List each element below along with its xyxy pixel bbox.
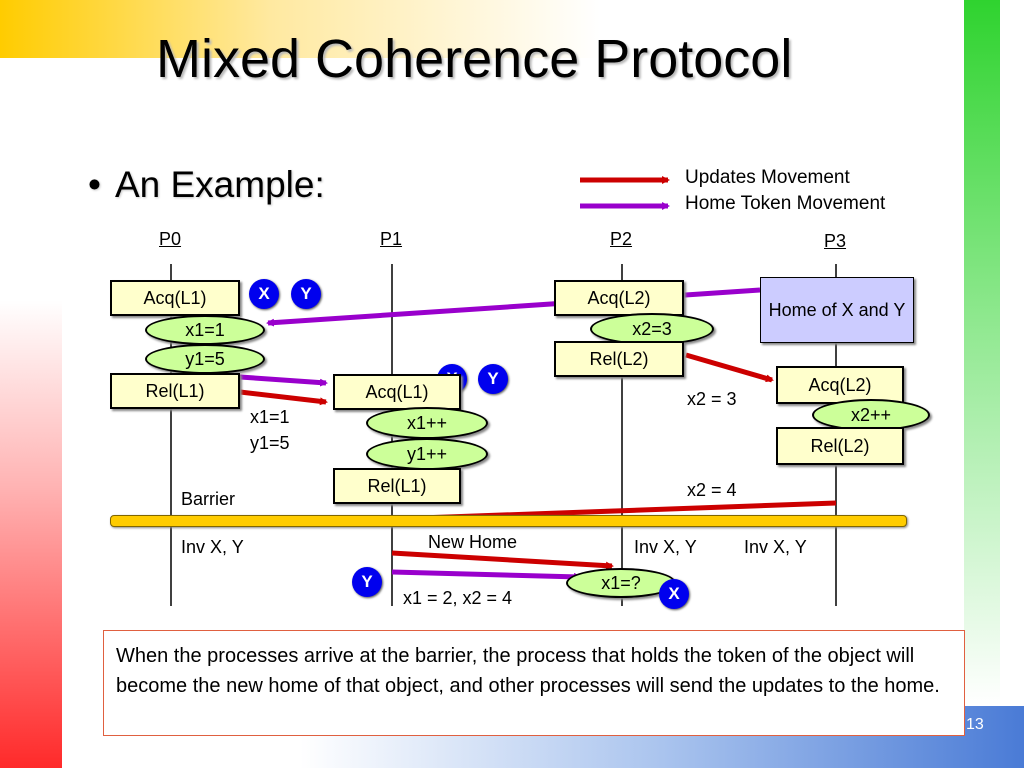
new-home-label: New Home (428, 532, 518, 552)
right-accent-bar (964, 0, 1000, 705)
p2-acquire-box: Acq(L2) (554, 280, 684, 316)
msg-y1-label: y1=5 (250, 433, 290, 453)
invalidate-p3-label: Inv X, Y (744, 537, 807, 557)
token-y-badge: Y (352, 567, 382, 597)
p0-acquire-box: Acq(L1) (110, 280, 240, 316)
bullet-dot: • (88, 164, 101, 205)
invalidate-p2-label: Inv X, Y (634, 537, 697, 557)
msg-x1-label: x1=1 (250, 407, 290, 427)
legend-arrows (580, 176, 670, 210)
process-label-p3: P3 (824, 231, 847, 251)
slide-title: Mixed Coherence Protocol (156, 29, 793, 89)
p1-y1-increment-oval: y1++ (366, 438, 488, 470)
process-label-p1: P1 (380, 229, 403, 249)
update-arrow-new-home (391, 550, 614, 570)
p3-acquire-box: Acq(L2) (776, 366, 904, 404)
p0-x1-oval: x1=1 (145, 315, 265, 345)
final-values-label: x1 = 2, x2 = 4 (403, 588, 513, 608)
p1-acquire-box: Acq(L1) (333, 374, 461, 410)
process-label-p0: P0 (159, 229, 182, 249)
token-arrow-y-to-p2 (391, 569, 582, 581)
token-y-badge: Y (478, 364, 508, 394)
msg-x2-3-label: x2 = 3 (687, 389, 737, 409)
bullet-item: • An Example: (88, 164, 325, 206)
bullet-text: An Example: (114, 164, 325, 205)
p3-home-box: Home of X and Y (760, 277, 914, 343)
invalidate-p0-label: Inv X, Y (181, 537, 244, 557)
update-arrow-p2-to-p3 (685, 352, 774, 383)
legend-updates-label: Updates Movement (685, 167, 850, 188)
p0-y1-oval: y1=5 (145, 344, 265, 374)
p1-x1-increment-oval: x1++ (366, 407, 488, 439)
explanation-note: When the processes arrive at the barrier… (103, 630, 965, 736)
token-y-badge: Y (291, 279, 321, 309)
top-accent-bar (0, 0, 600, 58)
process-label-p2: P2 (610, 229, 633, 249)
p0-release-box: Rel(L1) (110, 373, 240, 409)
slide-number: 13 (966, 716, 984, 733)
token-arrow-p0-to-p1 (239, 374, 328, 387)
message-arrows (239, 287, 837, 581)
p3-release-box: Rel(L2) (776, 427, 904, 465)
barrier-bar (110, 515, 907, 527)
p1-release-box: Rel(L1) (333, 468, 461, 504)
token-x-badge: X (249, 279, 279, 309)
token-x-badge: X (659, 579, 689, 609)
left-accent-bar (0, 300, 62, 768)
msg-x2-4-label: x2 = 4 (687, 480, 737, 500)
p2-release-box: Rel(L2) (554, 341, 684, 377)
update-arrow-p0-to-p1 (239, 389, 328, 406)
legend-token-label: Home Token Movement (685, 193, 886, 214)
barrier-label: Barrier (181, 489, 236, 509)
